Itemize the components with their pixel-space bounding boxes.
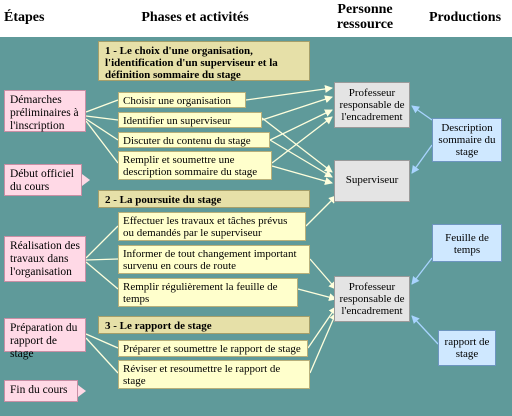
connector-line: [85, 120, 119, 164]
activity-discuter-contenu: Discuter du contenu du stage: [118, 132, 270, 148]
header-personne-line2: ressource: [336, 17, 394, 32]
connector-line: [85, 333, 119, 349]
header-etapes: Étapes: [4, 10, 45, 25]
phase-3-header: 3 - Le rapport de stage: [98, 316, 310, 334]
header-row: Étapes Phases et activités Personne ress…: [0, 0, 512, 38]
production-arrow: [411, 105, 433, 121]
header-productions: Productions: [428, 10, 502, 25]
activity-informer-changement: Informer de tout changement important su…: [118, 245, 310, 274]
phase-2-header: 2 - La poursuite du stage: [98, 190, 310, 208]
production-rapport-stage: rapport de stage: [438, 330, 496, 366]
connector-line: [305, 195, 337, 227]
connector-line: [261, 117, 333, 173]
activity-feuille-temps: Remplir régulièrement la feuille de temp…: [118, 278, 298, 307]
production-feuille-temps: Feuille de temps: [432, 224, 502, 262]
resource-professeur-top: Professeur responsable de l'encadrement: [334, 82, 410, 128]
activity-reviser-rapport: Réviser et resoumettre le rapport de sta…: [118, 360, 310, 389]
etape-debut-cours: Début officiel du cours: [4, 164, 82, 196]
activity-choisir-organisation: Choisir une organisation: [118, 92, 246, 108]
connector-line: [269, 109, 333, 141]
connector-line: [85, 118, 119, 141]
etape-arrow-icon: [82, 174, 90, 186]
connector-line: [309, 312, 337, 374]
connector-line: [85, 258, 119, 261]
connector-line: [85, 115, 119, 121]
connector-line: [307, 306, 337, 349]
connector-line: [309, 258, 337, 290]
connector-line: [245, 85, 333, 101]
etape-demarches: Démarches préliminaires à l'inscription: [4, 90, 86, 132]
production-arrow: [411, 315, 439, 345]
connector-line: [85, 337, 119, 374]
header-personne-ressource: Personne ressource: [322, 2, 408, 32]
connector-line: [269, 139, 333, 178]
activity-identifier-superviseur: Identifier un superviseur: [118, 112, 262, 128]
etape-realisation: Réalisation des travaux dans l'organisat…: [4, 236, 86, 282]
connector-line: [85, 225, 119, 259]
activity-preparer-rapport: Préparer et soumettre le rapport de stag…: [118, 340, 308, 357]
header-personne-line1: Personne: [337, 2, 393, 17]
production-arrow: [411, 257, 433, 285]
etape-arrow-icon: [78, 385, 86, 397]
connector-line: [85, 99, 119, 113]
connector-line: [271, 165, 333, 185]
activity-effectuer-travaux: Effectuer les travaux et tâches prévus o…: [118, 212, 306, 241]
connector-line: [85, 261, 119, 290]
connector-line: [271, 116, 333, 164]
production-description-sommaire: Description sommaire du stage: [432, 118, 502, 162]
etape-preparation-rapport: Préparation du rapport de stage: [4, 318, 86, 360]
etape-fin-cours: Fin du cours: [4, 380, 78, 402]
activity-description-sommaire: Remplir et soumettre une description som…: [118, 151, 272, 180]
phase-1-header: 1 - Le choix d'une organisation, l'ident…: [98, 41, 310, 81]
connector-line: [297, 288, 337, 302]
resource-superviseur: Superviseur: [334, 160, 410, 202]
production-arrow: [411, 144, 433, 174]
header-phases: Phases et activités: [141, 10, 249, 25]
connector-line: [261, 95, 333, 121]
resource-professeur-bottom: Professeur responsable de l'encadrement: [334, 276, 410, 322]
